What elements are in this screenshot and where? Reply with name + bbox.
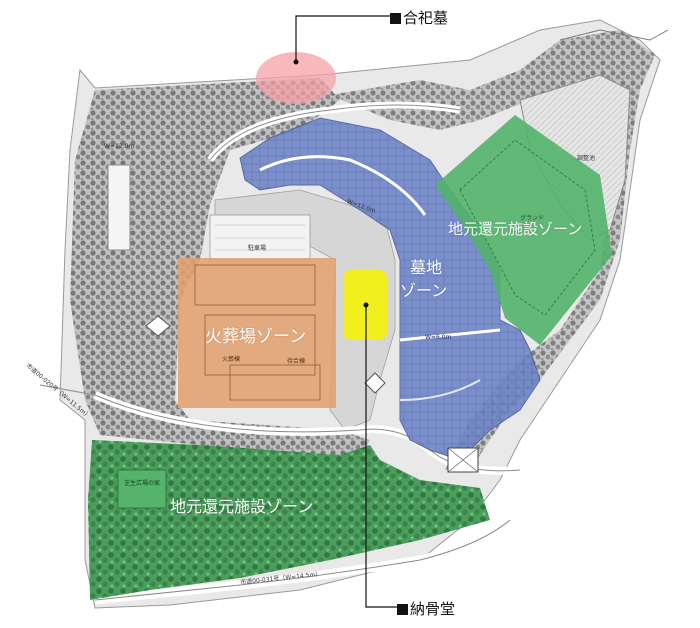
road-width-label-c: W=6.0m bbox=[425, 334, 452, 341]
waiting-building-label: 待合棟 bbox=[287, 358, 306, 365]
callout-square-icon bbox=[390, 13, 401, 24]
crematorium-zone-label: 火葬場ゾーン bbox=[205, 327, 307, 347]
square-label: 芝生広場の家 bbox=[124, 480, 161, 487]
northeast-road bbox=[559, 29, 669, 41]
crematorium-building-label: 火葬棟 bbox=[222, 356, 241, 363]
goushi-label: 合祀墓 bbox=[403, 9, 449, 27]
road-width-label-a: W=12.0m bbox=[104, 143, 135, 150]
memorial-grave bbox=[256, 52, 336, 104]
northeast-hills bbox=[330, 30, 655, 470]
cemetery-zone bbox=[239, 117, 541, 461]
parking-lot bbox=[209, 214, 311, 261]
cemetery-zone-label-line2: ゾーン bbox=[400, 281, 448, 300]
ossuary-pavilion bbox=[364, 372, 386, 394]
south-square bbox=[117, 469, 167, 509]
cemetery-zone-label-line1: 墓地 bbox=[410, 258, 443, 277]
noukotsu-callout: 納骨堂 bbox=[397, 598, 455, 619]
ground-label: グランド bbox=[520, 215, 545, 222]
wooded-area bbox=[70, 78, 370, 460]
noukotsu-label: 納骨堂 bbox=[410, 600, 456, 618]
noukotsu-leader-line bbox=[365, 305, 399, 608]
crematorium-zone bbox=[178, 258, 336, 408]
left-building bbox=[107, 164, 131, 251]
local-facility-south-label: 地元還元施設ゾーン bbox=[170, 497, 314, 516]
callout-square-icon bbox=[397, 604, 408, 615]
goushi-callout: 合祀墓 bbox=[390, 7, 448, 28]
left-pavilion bbox=[145, 315, 171, 337]
west-road bbox=[39, 384, 96, 396]
local-facility-zone-south bbox=[88, 440, 490, 600]
pond-label: 調整池 bbox=[577, 155, 596, 162]
goushi-leader-line bbox=[295, 15, 392, 62]
local-facility-north-label: 地元還元施設ゾーン bbox=[448, 220, 583, 238]
parking-label: 駐車場 bbox=[248, 245, 267, 252]
